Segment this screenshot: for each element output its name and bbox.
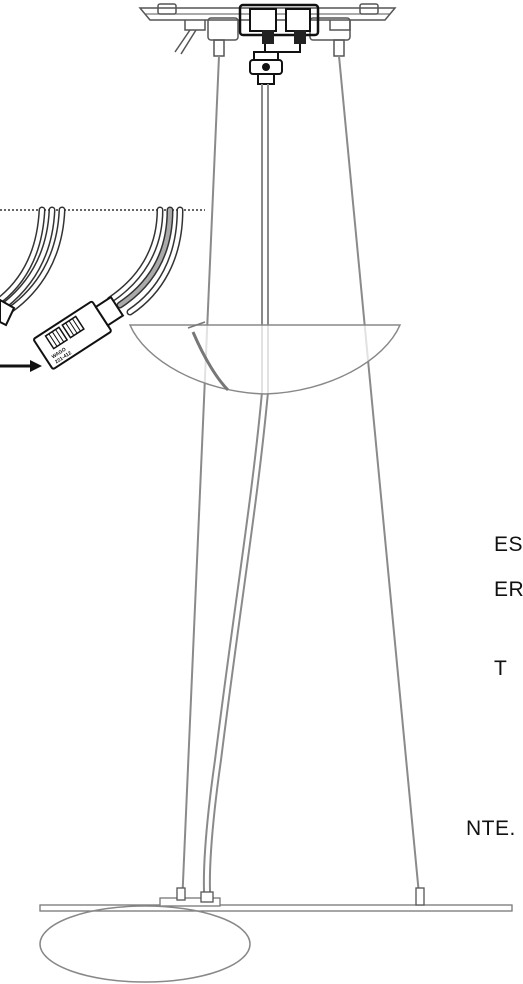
- left-wire-connector: [0, 298, 16, 327]
- instruction-line-2: ER.: [494, 578, 523, 601]
- instruction-line-1: ES: [494, 533, 523, 556]
- wago-connector: WAGO 221-412: [33, 295, 125, 370]
- suspension-cables: [181, 55, 421, 906]
- bowl-shade: [128, 321, 402, 395]
- diffuser-dome: [39, 905, 251, 983]
- top-wire-connector: [238, 3, 320, 85]
- direction-arrow: [0, 360, 42, 372]
- instruction-line-4: NTE.: [466, 817, 516, 840]
- supply-wires: [0, 206, 184, 316]
- base-plate: [39, 887, 513, 912]
- instruction-line-3: T: [494, 657, 508, 680]
